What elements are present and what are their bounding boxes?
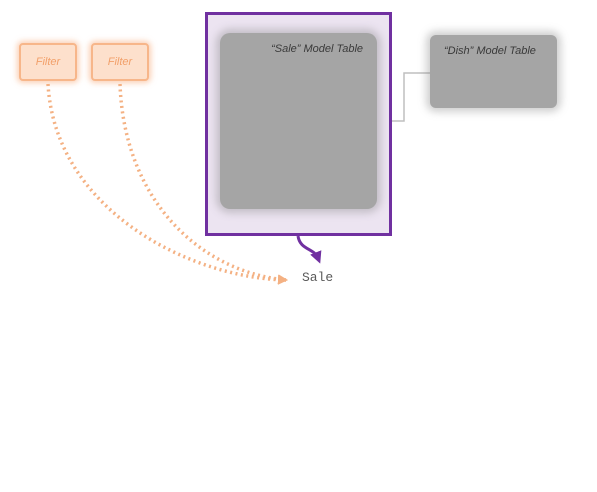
filter-label: Filter [107, 56, 133, 68]
filter-box: Filter [19, 43, 77, 81]
dish-table-label: “Dish” Model Table [444, 45, 536, 57]
filter-box: Filter [91, 43, 149, 81]
dish-model-table: “Dish” Model Table [430, 35, 557, 108]
sale-table-label: “Sale” Model Table [271, 43, 363, 55]
filter-flow-arrow-2 [118, 83, 288, 285]
result-flow-arrow [296, 235, 322, 264]
sale-model-table: “Sale” Model Table [220, 33, 377, 209]
filter-label: Filter [35, 56, 61, 68]
result-table-label: Sale [302, 270, 334, 285]
